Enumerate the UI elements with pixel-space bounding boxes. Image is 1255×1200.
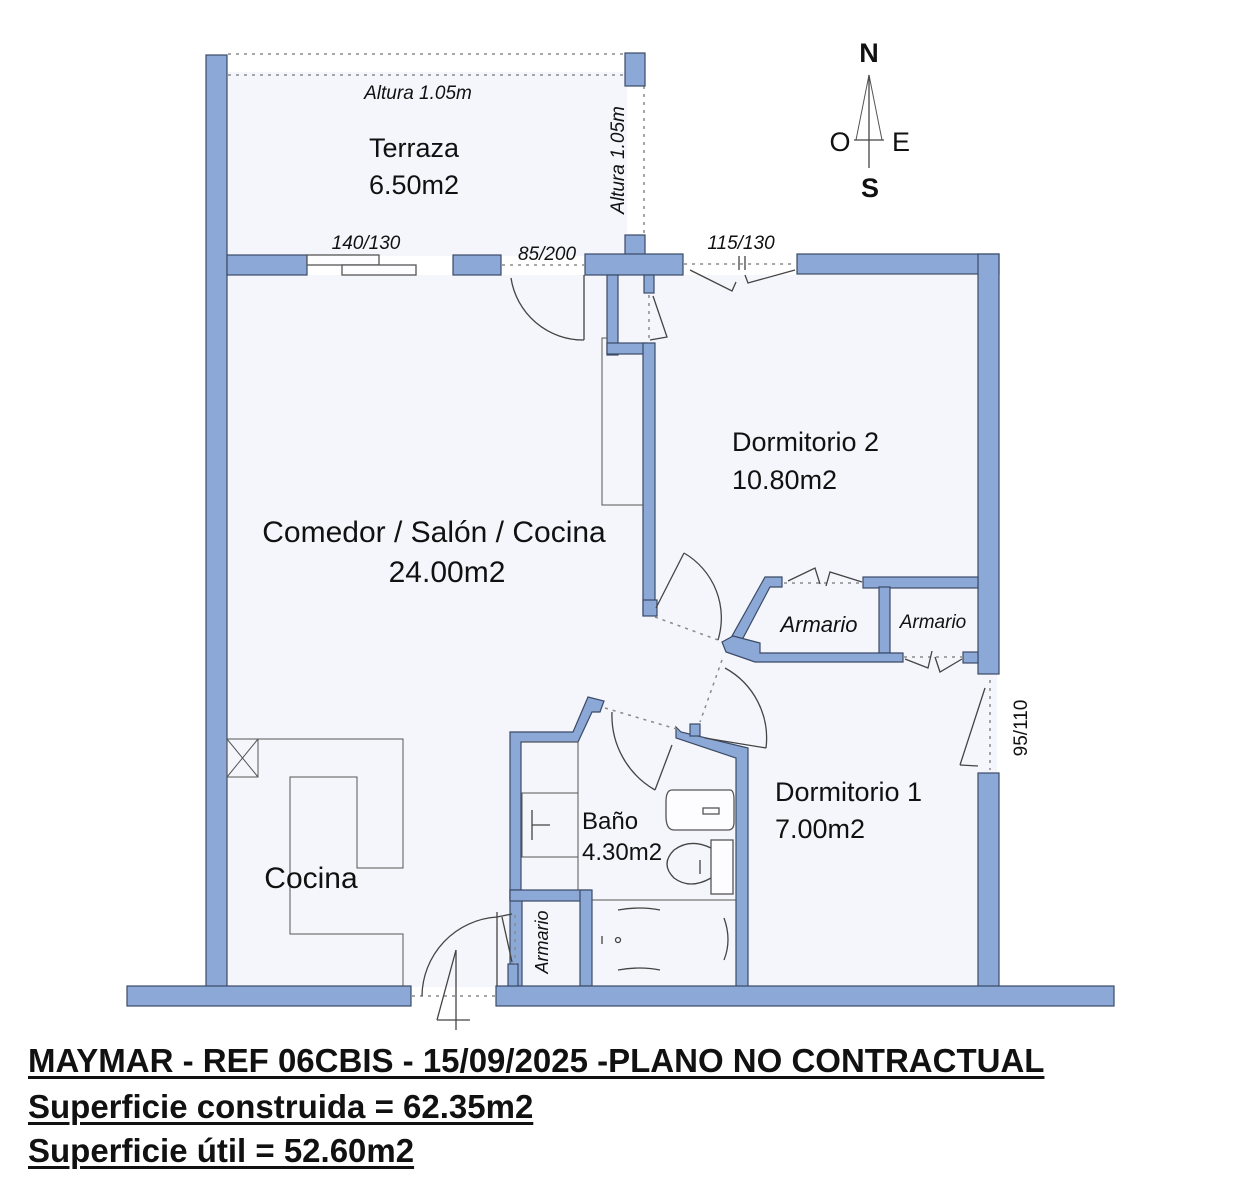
window-dormitorio2: [684, 256, 796, 292]
door-bano: [604, 707, 681, 791]
room-name-cocina: Cocina: [264, 862, 358, 895]
opening-door-terraza: 85/200: [518, 244, 577, 265]
terrace-railing: [228, 53, 645, 235]
compass-north: N: [859, 38, 879, 68]
walls: [126, 52, 1115, 1007]
compass-east: E: [892, 127, 910, 157]
bidet-icon: [665, 789, 735, 831]
opening-window-dormitorio2: 115/130: [707, 233, 775, 254]
cabinet-salon: [601, 337, 643, 506]
sink-tap-icon: [531, 810, 550, 840]
room-area-bano: 4.30m2: [582, 839, 662, 866]
window-dormitorio1: [959, 680, 991, 770]
door-dormitorio2: [654, 552, 722, 641]
door-duct: [648, 295, 668, 341]
compass-west: O: [829, 127, 850, 157]
closet-label-3: Armario: [532, 910, 552, 974]
opening-window-dormitorio1: 95/110: [1011, 700, 1032, 757]
door-armario-bano: [496, 913, 516, 964]
room-name-bano: Baño: [582, 808, 638, 835]
room-area-dormitorio1: 7.00m2: [775, 814, 865, 844]
room-name-dormitorio2: Dormitorio 2: [732, 427, 879, 457]
room-name-terraza: Terraza: [369, 133, 460, 163]
entrance-door: [412, 912, 498, 1030]
compass-south: S: [861, 173, 879, 203]
room-name-dormitorio1: Dormitorio 1: [775, 777, 922, 807]
kitchen-counter: [226, 738, 404, 986]
room-area-salon: 24.00m2: [389, 556, 506, 589]
footer-built-area: Superficie construida = 62.35m2: [28, 1088, 534, 1125]
bathroom-fixtures: [521, 741, 736, 971]
railing-height-top: Altura 1.05m: [363, 83, 472, 104]
room-name-salon: Comedor / Salón / Cocina: [262, 516, 606, 549]
toilet-icon: [666, 839, 734, 895]
shower-tray-icon: [601, 907, 729, 971]
closet-doors: [784, 567, 963, 673]
footer-reference: MAYMAR - REF 06CBIS - 15/09/2025 -PLANO …: [28, 1042, 1045, 1079]
closet-label-1: Armario: [778, 612, 857, 637]
room-area-dormitorio2: 10.80m2: [732, 465, 837, 495]
closet-label-2: Armario: [899, 612, 967, 633]
opening-window-salon: 140/130: [332, 233, 401, 254]
door-terraza: [502, 264, 585, 341]
door-dormitorio1: [699, 659, 768, 749]
floor-areas: [227, 72, 997, 987]
room-area-terraza: 6.50m2: [369, 170, 459, 200]
window-salon: [306, 254, 417, 276]
floor-plan: N S O E Altura 1.05m Altura 1.05m 140/13…: [126, 38, 1115, 1030]
footer-usable-area: Superficie útil = 52.60m2: [28, 1132, 415, 1169]
railing-height-side: Altura 1.05m: [608, 106, 629, 215]
compass-icon: [854, 74, 884, 168]
